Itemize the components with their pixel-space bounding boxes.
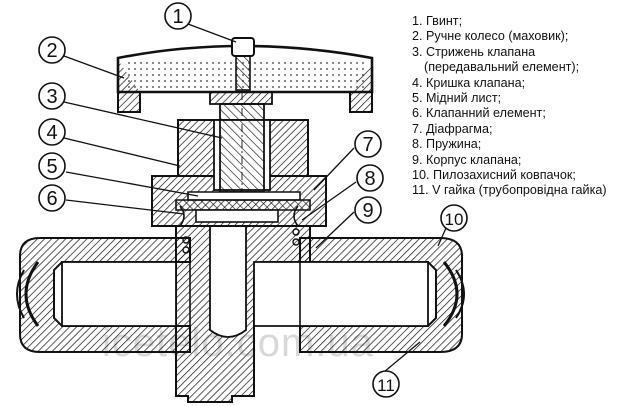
legend-item: 8. Пружина; [412,137,482,152]
callout-11-label: 11 [377,376,395,395]
callout-2: 2 [38,36,66,64]
legend-item: 6. Клапанний елемент; [412,106,546,121]
parts-legend: 1. Гвинт; 2. Ручне колесо (маховик); 3. … [412,14,638,199]
legend-item: 3. Стрижень клапана [412,44,536,59]
legend-item: 10. Пилозахисний ковпачок; [412,168,576,183]
callout-10-label: 10 [445,210,464,229]
callout-9: 9 [354,196,382,224]
callout-3-label: 3 [46,86,57,108]
callout-8: 8 [356,164,384,192]
legend-item: 2. Ручне колесо (маховик); [412,29,569,44]
callout-6: 6 [38,184,66,212]
callout-6-label: 6 [46,188,57,210]
legend-item: 4. Кришка клапана; [412,75,526,90]
callout-10: 10 [440,204,468,232]
valve-body [16,225,465,403]
callout-7: 7 [354,130,382,158]
handwheel [116,37,374,113]
callout-8-label: 8 [364,168,375,190]
legend-item: 11. V гайка (трубопровідна гайка) [412,183,607,198]
callout-1: 1 [164,2,192,30]
legend-item: 1. Гвинт; [412,14,463,28]
legend-item-continuation: (передавальний елемент); [424,60,580,75]
legend-item: 9. Корпус клапана; [412,152,522,167]
callout-2-label: 2 [46,40,57,62]
callout-4-label: 4 [46,122,57,144]
callout-11: 11 [372,370,400,398]
callout-9-label: 9 [362,200,373,222]
callout-7-label: 7 [362,134,373,156]
callout-1-label: 1 [172,6,183,28]
callout-5-label: 5 [46,156,57,178]
callout-5: 5 [38,152,66,180]
legend-item: 7. Діафрагма; [412,121,493,136]
diaphragm-assembly [175,191,311,254]
legend-item: 5. Мідний лист; [412,91,502,106]
callout-3: 3 [38,82,66,110]
leader-lines [63,23,447,373]
callout-4: 4 [38,118,66,146]
